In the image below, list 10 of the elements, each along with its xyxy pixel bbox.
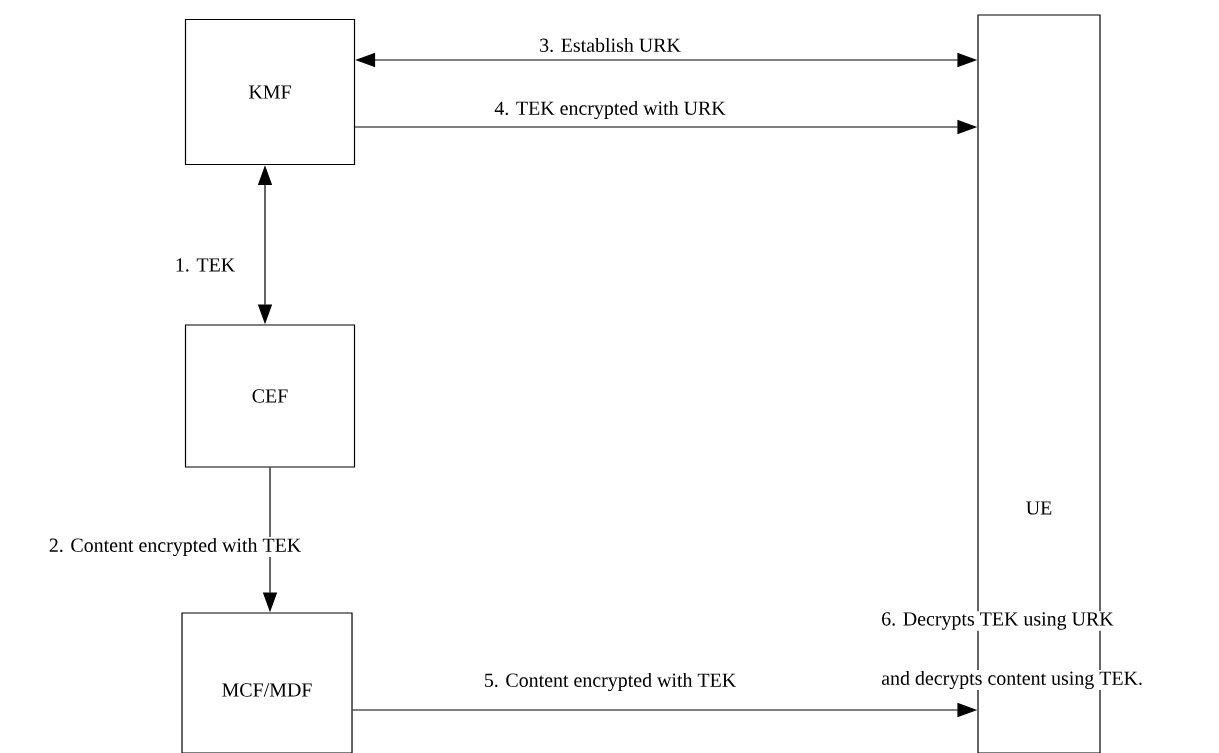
process-box: CEF [184,324,356,468]
edge-label: 3. Establish URK [538,36,682,54]
edge-label: 4. TEK encrypted with URK [493,99,727,121]
process-box: KMF [184,18,356,166]
process-box: MCF/MDF [181,612,353,753]
edge-label: 2. Content encrypted with TEK [47,536,303,558]
note-text: 6. Decrypts TEK using URK [880,611,1115,631]
edge-label: 5. Content encrypted with TEK [482,671,738,693]
note-text: and decrypts content using TEK. [880,669,1144,691]
edge-label: 1. TEK [173,257,237,273]
